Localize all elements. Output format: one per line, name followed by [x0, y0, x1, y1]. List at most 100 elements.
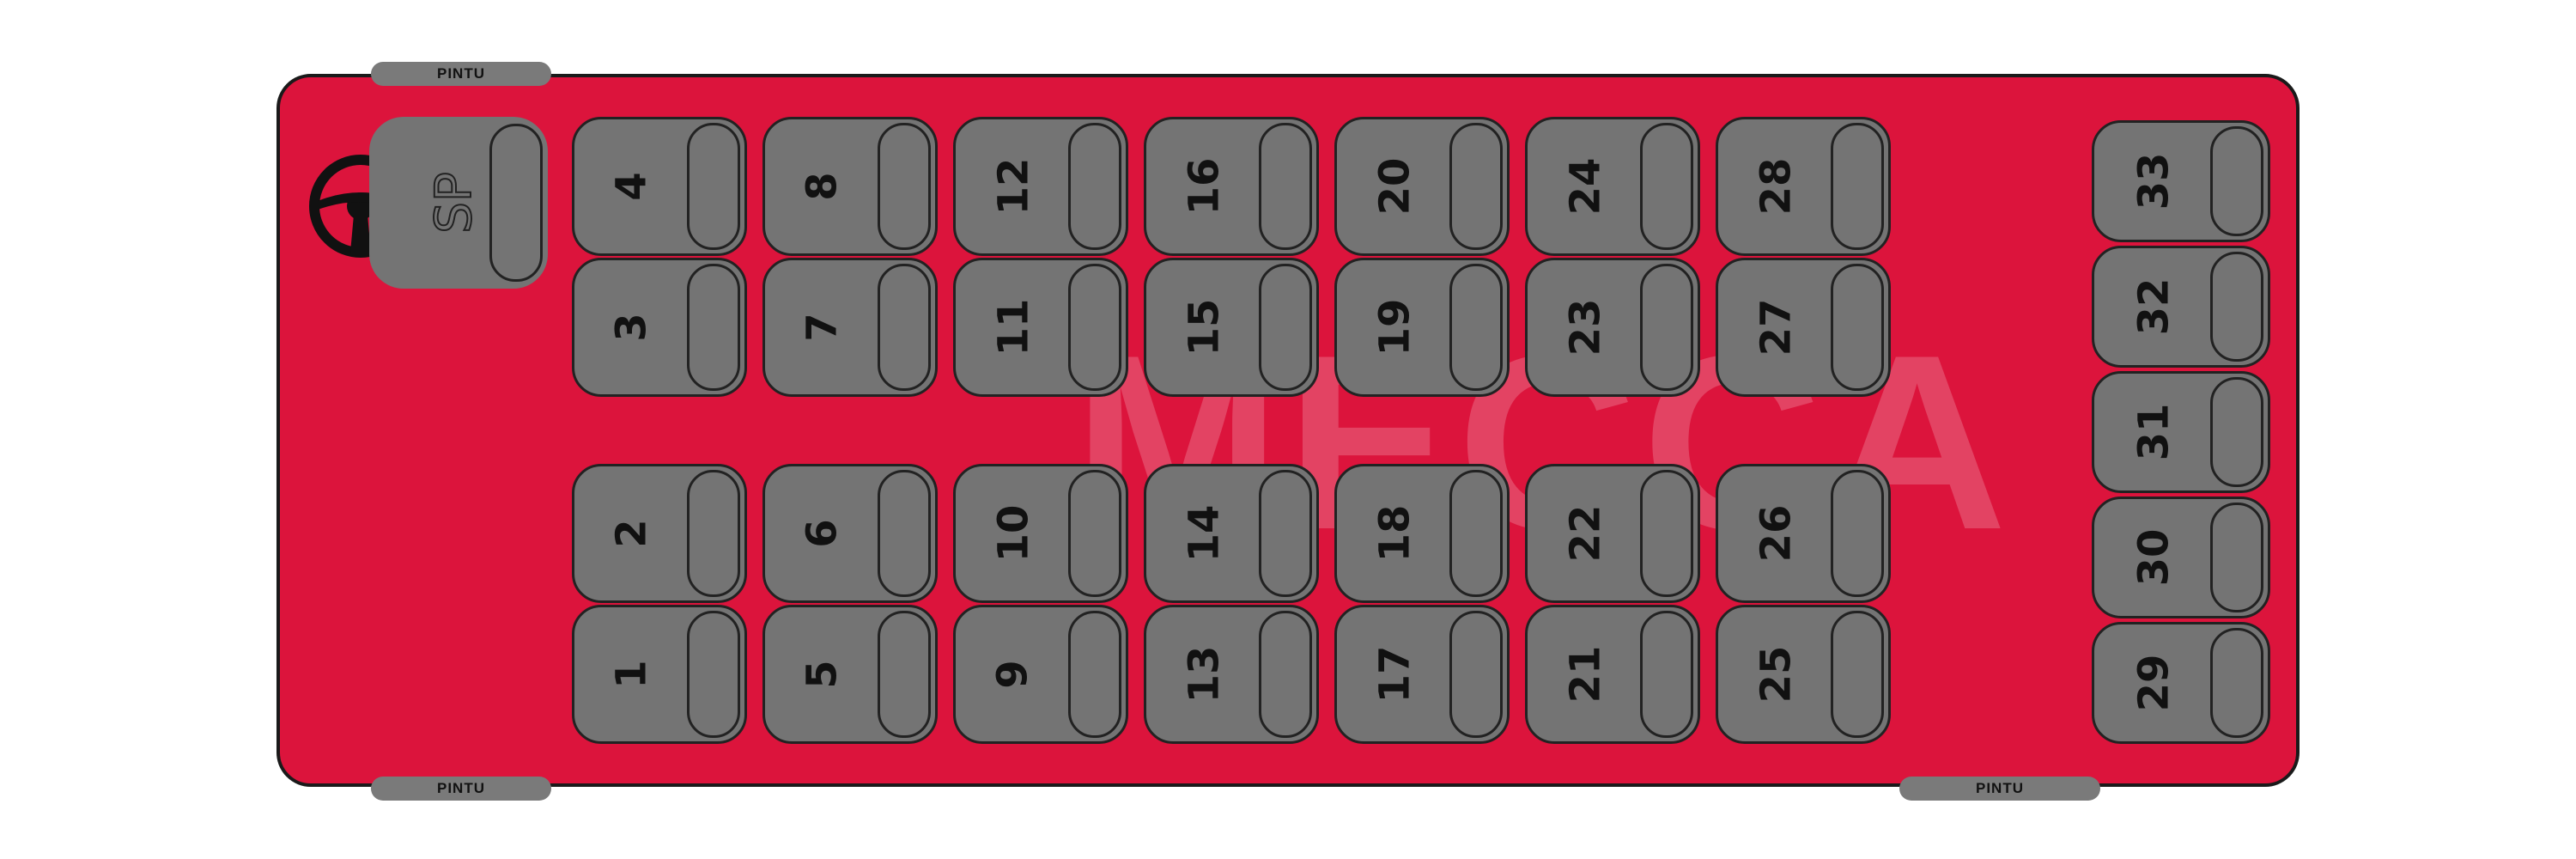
seat-number: 23	[1560, 298, 1609, 356]
seat-number: 33	[2129, 152, 2178, 210]
seat-16[interactable]: 16	[1144, 117, 1319, 256]
seat-number: 25	[1751, 645, 1800, 704]
seat-backrest	[1449, 611, 1503, 738]
seat-backrest	[878, 611, 931, 738]
seat-20[interactable]: 20	[1334, 117, 1510, 256]
seat-number: 21	[1560, 645, 1609, 704]
seat-15[interactable]: 15	[1144, 258, 1319, 397]
seat-1[interactable]: 1	[572, 605, 747, 744]
seat-8[interactable]: 8	[762, 117, 938, 256]
seat-33[interactable]: 33	[2092, 120, 2270, 242]
seat-21[interactable]: 21	[1525, 605, 1700, 744]
seat-number: 6	[799, 519, 847, 548]
seat-backrest	[1640, 470, 1693, 597]
seat-7[interactable]: 7	[762, 258, 938, 397]
seat-9[interactable]: 9	[953, 605, 1128, 744]
seat-backrest	[1449, 470, 1503, 597]
seat-backrest	[1640, 264, 1693, 391]
seat-12[interactable]: 12	[953, 117, 1128, 256]
seat-number: 15	[1179, 298, 1228, 356]
seat-number: 32	[2129, 277, 2178, 336]
seat-30[interactable]: 30	[2092, 497, 2270, 618]
seat-backrest	[1640, 611, 1693, 738]
seat-number: 18	[1370, 504, 1419, 563]
door-rear-bottom: PINTU	[1899, 777, 2100, 801]
seat-backrest	[1831, 611, 1884, 738]
seat-number: 12	[988, 157, 1037, 216]
seat-number: 8	[799, 172, 847, 201]
seat-number: 9	[989, 660, 1037, 689]
seat-28[interactable]: 28	[1716, 117, 1891, 256]
seat-backrest	[1259, 123, 1312, 250]
seat-backrest	[2210, 252, 2263, 362]
seat-backrest	[1259, 611, 1312, 738]
seat-18[interactable]: 18	[1334, 464, 1510, 603]
seat-number: 11	[988, 298, 1037, 356]
seat-number: 1	[608, 660, 656, 689]
seat-13[interactable]: 13	[1144, 605, 1319, 744]
seat-backrest	[1831, 264, 1884, 391]
seat-number: 5	[799, 660, 847, 689]
seat-17[interactable]: 17	[1334, 605, 1510, 744]
seat-25[interactable]: 25	[1716, 605, 1891, 744]
door-front-top: PINTU	[371, 62, 551, 86]
seat-number: 28	[1751, 157, 1800, 216]
seat-26[interactable]: 26	[1716, 464, 1891, 603]
seat-19[interactable]: 19	[1334, 258, 1510, 397]
seat-backrest	[1259, 264, 1312, 391]
driver-seat[interactable]: SP	[369, 117, 548, 289]
seat-10[interactable]: 10	[953, 464, 1128, 603]
seat-backrest	[878, 470, 931, 597]
seat-6[interactable]: 6	[762, 464, 938, 603]
seat-backrest	[878, 123, 931, 250]
seat-backrest	[1068, 123, 1121, 250]
seat-backrest	[687, 123, 740, 250]
seat-29[interactable]: 29	[2092, 622, 2270, 744]
seat-4[interactable]: 4	[572, 117, 747, 256]
seat-number: 31	[2129, 403, 2178, 461]
seat-32[interactable]: 32	[2092, 246, 2270, 368]
seat-backrest	[1449, 264, 1503, 391]
seat-backrest	[687, 264, 740, 391]
seat-backrest	[2210, 503, 2263, 612]
seat-23[interactable]: 23	[1525, 258, 1700, 397]
seat-backrest	[687, 611, 740, 738]
seat-number: 19	[1370, 298, 1419, 356]
seat-number: 16	[1179, 157, 1228, 216]
seat-number: 22	[1560, 504, 1609, 563]
seat-backrest	[2210, 377, 2263, 487]
seat-number: 2	[608, 519, 656, 548]
seat-24[interactable]: 24	[1525, 117, 1700, 256]
seat-backrest	[1068, 470, 1121, 597]
seat-backrest	[1068, 264, 1121, 391]
seat-backrest	[878, 264, 931, 391]
seat-backrest	[2210, 628, 2263, 738]
seat-number: 17	[1370, 645, 1419, 704]
seat-number: 24	[1560, 157, 1609, 216]
seat-14[interactable]: 14	[1144, 464, 1319, 603]
seat-number: 7	[799, 313, 847, 342]
seat-backrest	[687, 470, 740, 597]
seat-3[interactable]: 3	[572, 258, 747, 397]
seat-22[interactable]: 22	[1525, 464, 1700, 603]
seat-number: 27	[1751, 298, 1800, 356]
seat-backrest	[1449, 123, 1503, 250]
seat-number: 30	[2129, 528, 2178, 587]
seat-backrest	[1831, 470, 1884, 597]
seat-number: 26	[1751, 504, 1800, 563]
seat-number: 13	[1179, 645, 1228, 704]
driver-seat-back	[489, 124, 543, 282]
seat-backrest	[2210, 126, 2263, 236]
door-front-bottom: PINTU	[371, 777, 551, 801]
seat-11[interactable]: 11	[953, 258, 1128, 397]
seat-2[interactable]: 2	[572, 464, 747, 603]
seat-number: 3	[608, 313, 656, 342]
seat-27[interactable]: 27	[1716, 258, 1891, 397]
seat-5[interactable]: 5	[762, 605, 938, 744]
seat-31[interactable]: 31	[2092, 371, 2270, 493]
seat-backrest	[1068, 611, 1121, 738]
seat-backrest	[1640, 123, 1693, 250]
seat-number: 14	[1179, 504, 1228, 563]
